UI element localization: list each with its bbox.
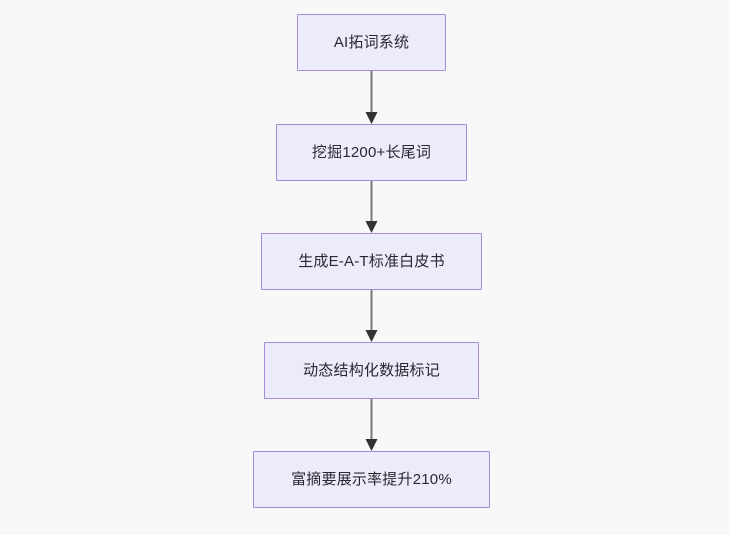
- node-label: 动态结构化数据标记: [303, 361, 440, 379]
- edge-n1-n2: [365, 71, 378, 124]
- edge-n2-n3: [365, 181, 378, 233]
- node-label: 挖掘1200+长尾词: [311, 143, 432, 161]
- flowchart-node-ai-keyword-system[interactable]: AI拓词系统: [297, 14, 446, 71]
- edge-n3-n4: [365, 290, 378, 342]
- edge-n4-n5: [365, 399, 378, 451]
- flowchart-node-generate-eat-whitepaper[interactable]: 生成E-A-T标准白皮书: [261, 233, 482, 290]
- node-label: 富摘要展示率提升210%: [291, 470, 452, 488]
- node-label: 生成E-A-T标准白皮书: [298, 252, 445, 270]
- flowchart-node-mine-longtail-keywords[interactable]: 挖掘1200+长尾词: [276, 124, 467, 181]
- node-label: AI拓词系统: [333, 33, 410, 51]
- flowchart-node-rich-snippet-impression-uplift[interactable]: 富摘要展示率提升210%: [253, 451, 490, 508]
- flowchart-node-dynamic-structured-data-markup[interactable]: 动态结构化数据标记: [264, 342, 479, 399]
